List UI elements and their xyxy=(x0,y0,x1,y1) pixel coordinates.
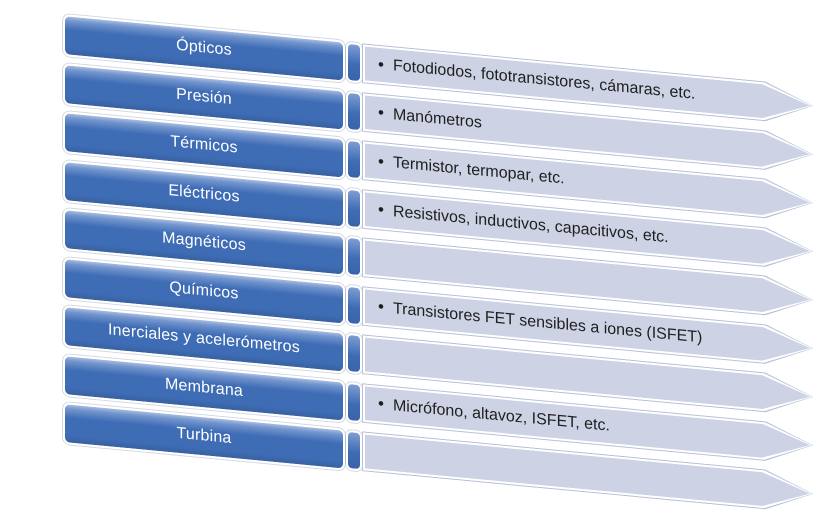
box-3d-side-face xyxy=(346,235,362,278)
bullet-icon: • xyxy=(378,296,384,317)
detail-text: • Termistor, termopar, etc. xyxy=(378,142,565,200)
category-label: Inerciales y acelerómetros xyxy=(108,321,300,357)
box-3d-side-face xyxy=(346,41,362,84)
box-3d-side-face xyxy=(346,381,362,423)
category-label: Eléctricos xyxy=(168,181,240,206)
detail-text: • Manómetros xyxy=(378,93,482,143)
box-3d-side-face xyxy=(346,332,362,375)
box-3d-side-face xyxy=(346,284,362,326)
detail-label: Micrófono, altavoz, ISFET, etc. xyxy=(392,396,610,435)
detail-label: Resistivos, inductivos, capacitivos, etc… xyxy=(392,202,669,246)
bullet-icon: • xyxy=(378,393,384,414)
detail-label: Fotodiodos, fototransistores, cámaras, e… xyxy=(392,57,696,103)
box-3d-side-face xyxy=(346,187,362,229)
diagram-skew-wrapper: Ópticos • Fotodiodos, fototransistores, cá… xyxy=(63,14,815,522)
detail-label: Termistor, termopar, etc. xyxy=(392,154,565,188)
category-label: Presión xyxy=(176,85,232,108)
bullet-icon: • xyxy=(378,199,384,220)
bullet-icon: • xyxy=(378,151,384,171)
box-3d-side-face xyxy=(346,429,362,472)
box-3d-side-face xyxy=(346,138,362,181)
bullet-icon: • xyxy=(378,102,384,123)
category-label: Térmicos xyxy=(170,133,238,157)
category-label: Químicos xyxy=(169,278,239,303)
category-label: Ópticos xyxy=(176,36,232,59)
category-label: Magnéticos xyxy=(162,229,246,255)
detail-label: Manómetros xyxy=(392,105,482,132)
bullet-icon: • xyxy=(378,54,384,74)
box-3d-side-face xyxy=(346,90,362,132)
category-label: Turbina xyxy=(176,424,232,447)
category-label: Membrana xyxy=(164,375,244,400)
